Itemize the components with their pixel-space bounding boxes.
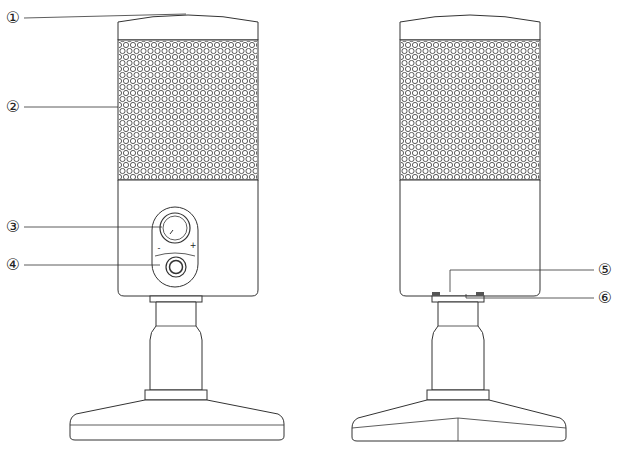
front-view (70, 15, 284, 440)
callout-number: ① (6, 10, 20, 26)
callout-number: ④ (6, 257, 20, 273)
callout-number: ② (6, 99, 20, 115)
callout-number: ③ (6, 219, 20, 235)
leader-lines (24, 14, 594, 298)
back-view (352, 15, 566, 441)
volume-plus-mark: + (190, 242, 197, 250)
volume-minus-mark: - (158, 245, 161, 253)
callout-number: ⑥ (598, 290, 612, 306)
callout-number: ⑤ (598, 262, 612, 278)
